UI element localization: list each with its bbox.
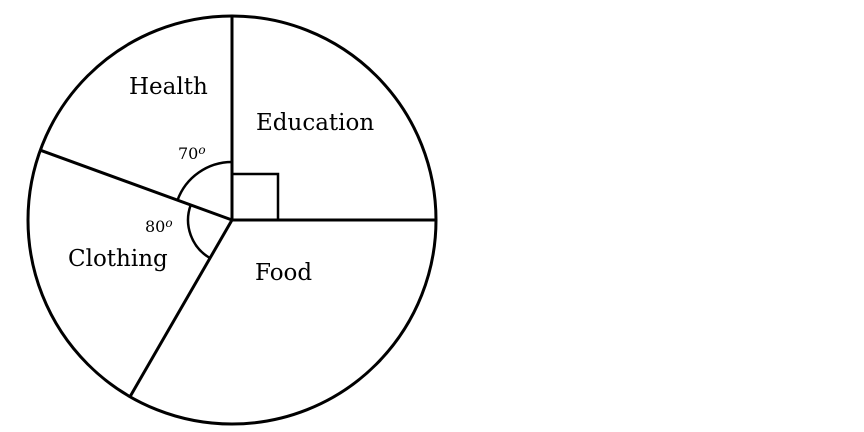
- slice-label-food: Food: [255, 260, 312, 286]
- slice-boundaries: [39, 16, 436, 398]
- angle-label-health: 70o: [178, 143, 206, 163]
- angle-degree-health: o: [198, 143, 205, 157]
- angle-markers: [176, 160, 280, 260]
- angle-label-clothing: 80o: [145, 216, 173, 236]
- angle-arc-clothing: [186, 204, 211, 260]
- angle-degree-clothing: o: [165, 216, 172, 230]
- slice-label-clothing: Clothing: [68, 246, 168, 272]
- angle-value-health: 70: [178, 144, 198, 163]
- right-angle-marker: [232, 172, 280, 220]
- slice-label-education: Education: [256, 110, 374, 136]
- slice-boundary: [39, 148, 233, 222]
- angle-arc-health: [176, 160, 233, 201]
- slice-label-health: Health: [129, 74, 208, 100]
- slice-boundary: [128, 219, 234, 398]
- angle-value-clothing: 80: [145, 217, 165, 236]
